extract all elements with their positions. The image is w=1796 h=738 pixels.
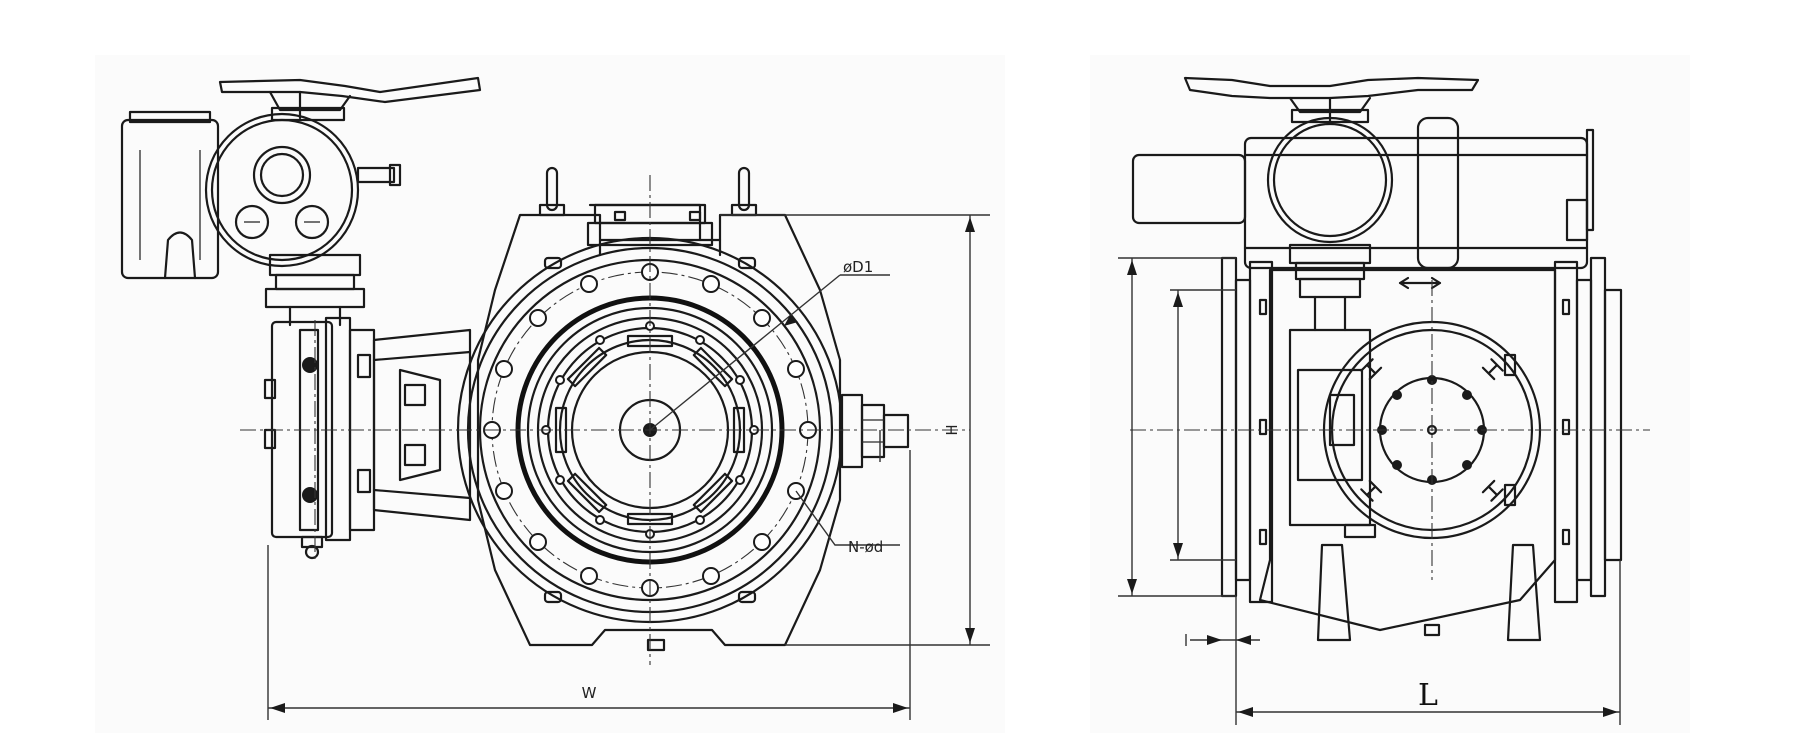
front-dimensions [267,214,990,720]
label-width: W [582,684,597,702]
side-view [1130,76,1650,642]
label-length: L [1418,678,1438,713]
side-actuator [1131,116,1595,332]
front-actuator [120,110,402,327]
front-spool [372,328,472,522]
label-height: H [943,424,961,435]
front-view [120,76,970,665]
side-view-panel [1090,55,1690,733]
side-dimensions [1118,257,1621,725]
label-flange-circle-diameter: øD1 [843,258,873,276]
front-view-panel [95,55,1005,733]
label-bolt-holes: N-ød [848,538,883,556]
